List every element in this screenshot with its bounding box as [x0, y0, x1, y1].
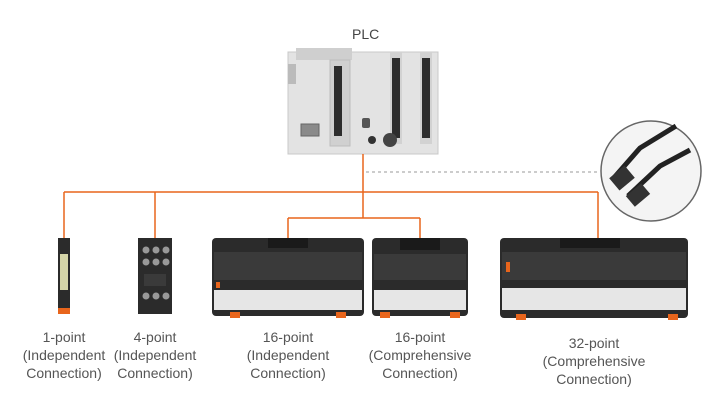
module-16-point-independent	[212, 238, 364, 318]
module-32-point-comprehensive	[500, 238, 688, 320]
module-4-point	[138, 238, 172, 314]
plc-title: PLC	[352, 26, 380, 42]
plc-unit	[287, 48, 439, 155]
wiring-lines	[63, 154, 599, 238]
cable-inset	[600, 120, 702, 222]
module-1-point	[58, 238, 70, 314]
module-16-point-comprehensive	[372, 238, 468, 318]
